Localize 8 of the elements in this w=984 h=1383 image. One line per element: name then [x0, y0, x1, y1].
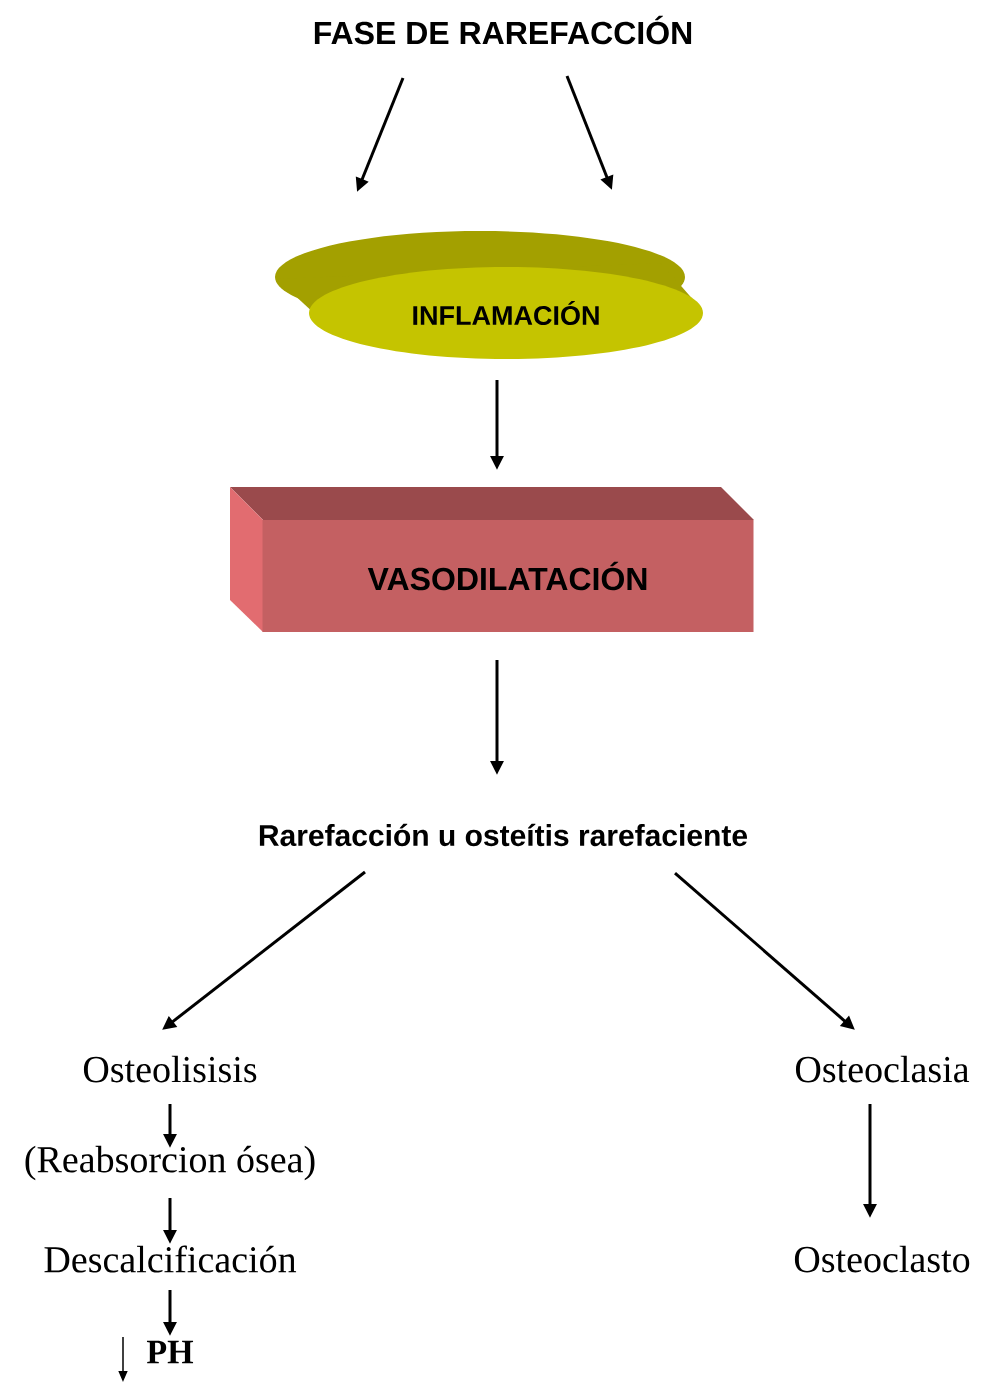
- step-text: Osteoclasto: [794, 1245, 970, 1273]
- step-text: Osteoclasia: [796, 1055, 970, 1083]
- step-text: Descalcificación: [44, 1245, 297, 1273]
- title-text: FASE DE RAREFACCIÓN: [314, 15, 692, 45]
- step-text: PH: [146, 1340, 194, 1364]
- step-text: Osteolisisis: [83, 1055, 257, 1083]
- heading-text: Rarefacción u osteítis rarefaciente: [259, 823, 747, 847]
- step-text: (Reabsorcion ósea): [25, 1145, 315, 1181]
